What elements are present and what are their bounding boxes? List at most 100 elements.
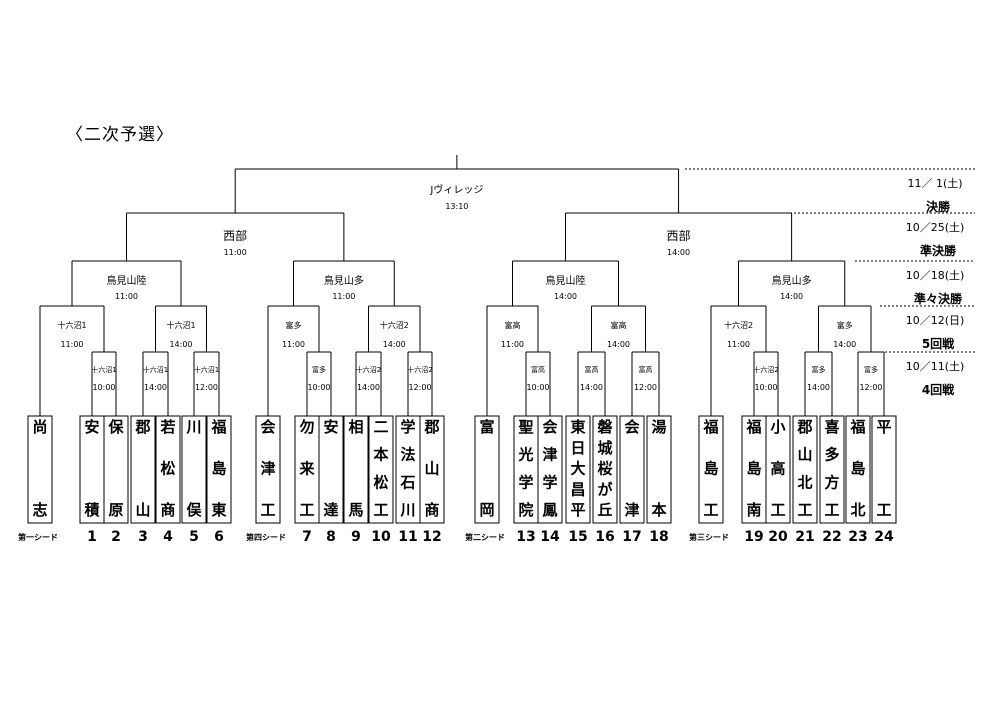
team-name-char: 院 [518, 501, 533, 519]
match-venue: 十六沼2 [724, 320, 753, 330]
match-venue: 十六沼1 [166, 320, 195, 330]
team-name-char: 達 [323, 501, 338, 519]
team-name-char: 福 [702, 418, 718, 436]
match-time: 12:00 [859, 383, 882, 392]
team-name-char: 福 [210, 418, 226, 436]
team-name-char: 保 [107, 418, 124, 436]
match-time: 14:00 [833, 340, 856, 349]
match-venue: 十六沼2 [753, 365, 778, 374]
team-name-char: 丘 [597, 501, 612, 519]
team-name-char: 来 [298, 460, 315, 478]
match-time: 14:00 [780, 292, 803, 301]
team-name-char: 工 [299, 501, 314, 519]
team-name-char: 馬 [348, 501, 363, 519]
team-number: 6 [214, 529, 224, 545]
team-name-char: 日 [570, 439, 585, 457]
team-number: 17 [622, 529, 641, 545]
team-name-char: 商 [160, 501, 175, 519]
team-name-char: 学 [400, 418, 415, 436]
team-number: 24 [874, 529, 894, 545]
match-venue: 鳥見山多 [324, 274, 364, 287]
team-name-char: 津 [624, 501, 639, 519]
team-name-char: 津 [542, 446, 557, 464]
team-name-char: 安 [323, 418, 338, 436]
seed-label: 第二シード [465, 532, 505, 542]
schedule-round: 4回戦 [922, 382, 955, 397]
schedule-date: 10／25(土) [906, 221, 965, 234]
team-number: 21 [795, 529, 814, 545]
match-venue: 鳥見山陸 [107, 274, 147, 287]
team-name-char: 志 [32, 501, 47, 519]
team-name-char: 勿 [298, 418, 314, 436]
team-name-char: 安 [84, 418, 99, 436]
match-venue: 富高 [611, 320, 627, 330]
schedule-date: 11／ 1(土) [907, 177, 962, 190]
team-name-char: 相 [348, 418, 363, 436]
schedule-date: 10／18(土) [906, 269, 965, 282]
schedule-date: 10／11(土) [906, 360, 965, 373]
match-venue: 十六沼2 [407, 365, 432, 374]
match-time: 11:00 [501, 340, 524, 349]
team-name-char: 小 [770, 418, 785, 436]
team-name-char: 学 [542, 473, 557, 491]
schedule-round: 準々決勝 [914, 291, 963, 306]
team-name-char: 工 [876, 501, 891, 519]
team-number: 19 [744, 529, 763, 545]
team-name-char: 平 [570, 501, 585, 519]
team-name-char: 山 [424, 460, 439, 478]
team-name-char: 工 [770, 501, 785, 519]
match-venue: 鳥見山多 [772, 274, 812, 287]
team-name-char: 福 [849, 418, 865, 436]
match-time: 11:00 [282, 340, 305, 349]
team-name-char: 工 [703, 501, 718, 519]
schedule-round: 準決勝 [920, 243, 957, 258]
match-venue: 富多 [837, 320, 853, 330]
team-name-char: 工 [824, 501, 839, 519]
match-time: 14:00 [554, 292, 577, 301]
team-name-char: 大 [570, 460, 585, 478]
team-name-char: 松 [160, 460, 175, 478]
match-time: 13:10 [445, 202, 468, 211]
team-name-char: 鳳 [542, 501, 557, 519]
team-name-char: 東 [211, 501, 226, 519]
team-name-char: 川 [185, 418, 201, 436]
team-name-char: 原 [108, 501, 123, 519]
team-name-char: 学 [518, 473, 533, 491]
match-time: 14:00 [607, 340, 630, 349]
team-name-char: 郡 [134, 418, 150, 436]
team-name-char: 磐 [596, 418, 612, 436]
team-name-char: 会 [542, 418, 557, 436]
match-time: 10:00 [307, 383, 330, 392]
seed-label: 第四シード [246, 532, 286, 542]
team-name-char: 石 [399, 473, 415, 491]
match-venue: 富高 [585, 365, 599, 374]
seed-label: 第三シード [689, 532, 729, 542]
team-name-char: 湯 [651, 418, 666, 436]
team-number: 20 [768, 529, 788, 545]
team-name-char: 光 [517, 446, 533, 464]
team-name-char: 方 [824, 473, 839, 491]
match-time: 14:00 [169, 340, 192, 349]
team-name-char: が [597, 480, 613, 498]
team-name-char: 北 [850, 501, 865, 519]
match-time: 11:00 [332, 292, 355, 301]
team-name-char: 山 [797, 446, 812, 464]
team-name-char: 平 [876, 418, 891, 436]
team-name-char: 昌 [570, 480, 585, 498]
team-number: 13 [516, 529, 535, 545]
match-time: 12:00 [195, 383, 218, 392]
team-number: 1 [87, 529, 97, 545]
team-name-char: 尚 [32, 418, 47, 436]
match-time: 14:00 [383, 340, 406, 349]
match-venue: 十六沼1 [143, 365, 168, 374]
team-number: 5 [189, 529, 199, 545]
team-name-char: 若 [159, 418, 175, 436]
team-number: 3 [138, 529, 148, 545]
team-name-char: 会 [260, 418, 275, 436]
team-number: 14 [540, 529, 560, 545]
team-name-char: 城 [597, 439, 612, 457]
match-venue: 富多 [312, 365, 326, 374]
team-name-char: 岡 [479, 501, 494, 519]
match-venue: 富高 [505, 320, 521, 330]
